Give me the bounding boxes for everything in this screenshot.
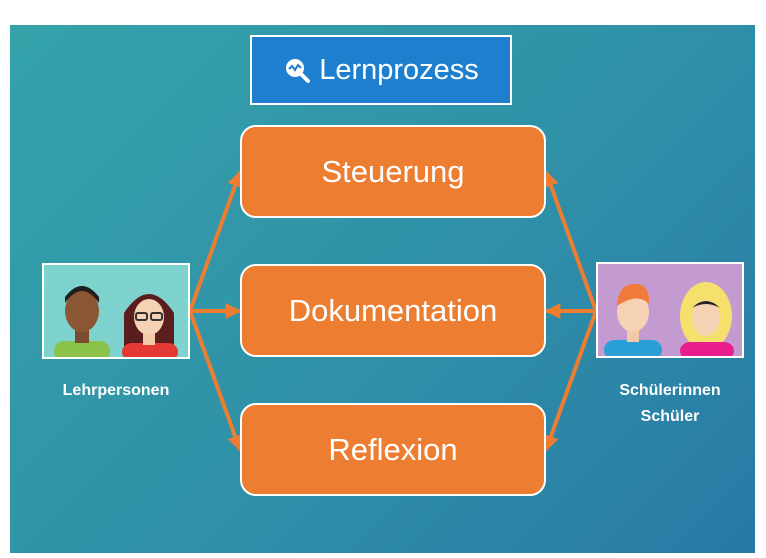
node-reflexion-label: Reflexion <box>328 431 458 467</box>
title-text: Lernprozess <box>319 53 479 86</box>
students-label: Schülerinnen Schüler <box>580 378 760 430</box>
node-steuerung: Steuerung <box>240 125 546 218</box>
arrow-teachers-reflexion <box>188 310 243 452</box>
teachers-label-text: Lehrpersonen <box>62 382 170 399</box>
node-steuerung-label: Steuerung <box>321 153 465 189</box>
students-label-line2: Schüler <box>640 408 700 425</box>
arrow-students-reflexion <box>543 310 598 452</box>
node-reflexion: Reflexion <box>240 403 546 496</box>
magnifier-chart-icon <box>286 59 311 83</box>
title-box: Lernprozess <box>250 35 512 105</box>
node-dokumentation: Dokumentation <box>240 264 546 357</box>
teachers-avatars <box>42 263 190 359</box>
arrow-students-steuerung <box>543 170 598 312</box>
teachers-label: Lehrpersonen <box>42 378 190 404</box>
students-avatars <box>596 262 744 358</box>
arrow-teachers-steuerung <box>188 170 243 312</box>
students-label-line1: Schülerinnen <box>619 382 721 399</box>
node-dokumentation-label: Dokumentation <box>288 292 498 328</box>
